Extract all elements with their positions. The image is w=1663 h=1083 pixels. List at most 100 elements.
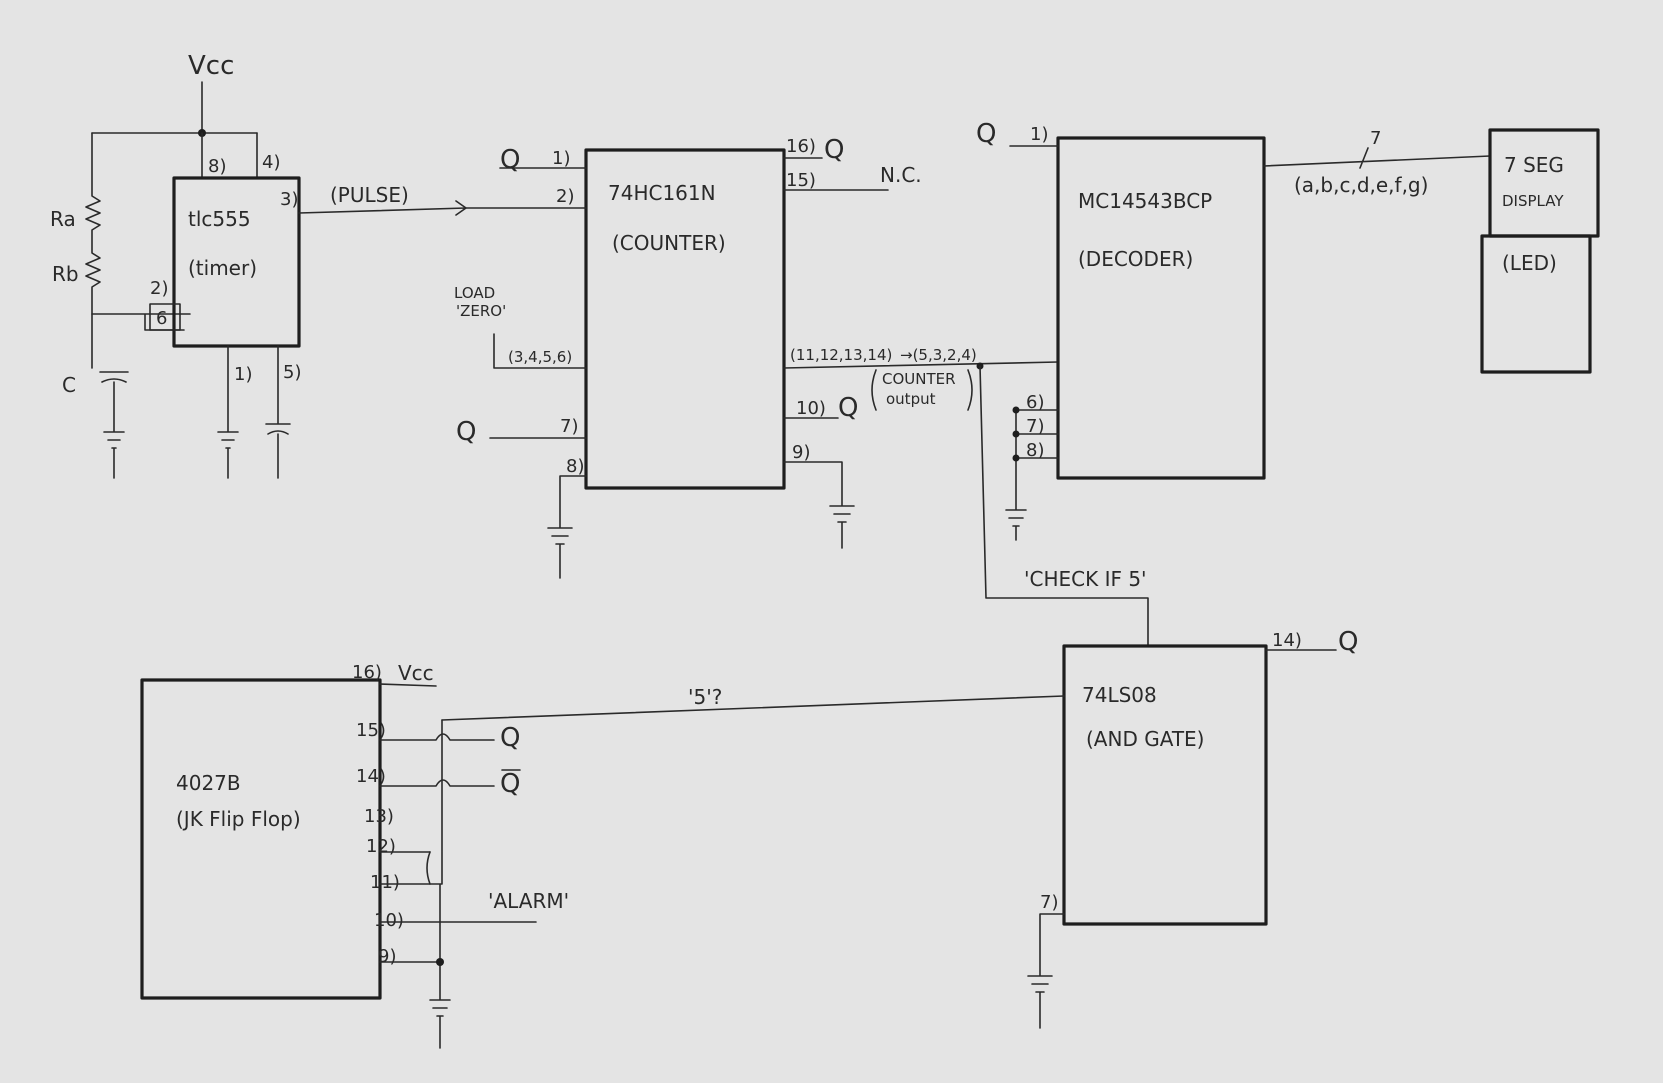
flipflop-ground-junction: [436, 958, 444, 966]
and-gate-pin14: 14): [1272, 630, 1302, 651]
counter-pin15: 15): [786, 170, 816, 191]
flipflop-name: 4027B: [176, 771, 241, 795]
and-gate-chip: [1062, 644, 1268, 926]
counter-pin8: 8): [566, 456, 584, 477]
resistor-chain: [85, 132, 101, 369]
decoder-junction-6: [1012, 406, 1020, 414]
decoder-name: MC14543BCP: [1078, 189, 1212, 213]
and-gate-q: Q: [1338, 627, 1358, 657]
display-role: (LED): [1502, 251, 1557, 275]
timer-role: (timer): [188, 256, 257, 280]
counter-pin1-q: Q: [500, 145, 520, 175]
ra-label: Ra: [50, 207, 76, 231]
timer-vcc-label: Vcc: [188, 51, 234, 81]
flipflop-section: 4027B (JK Flip Flop) 16) Vcc 15) Q 14) Q…: [140, 661, 569, 1049]
timer-pin1-ground: [217, 345, 239, 479]
timer-chip: [172, 176, 301, 348]
decoder-pin6: 6): [1026, 392, 1044, 413]
display-bottom-box: [1480, 234, 1592, 374]
timer-pin1: 1): [234, 364, 252, 385]
flipflop-qbar: Q: [500, 769, 520, 799]
and-gate-name: 74LS08: [1082, 683, 1157, 707]
timer-pin6: 6: [156, 308, 167, 329]
display-line2: DISPLAY: [1502, 192, 1564, 210]
c-label: C: [62, 373, 76, 397]
decoder-role: (DECODER): [1078, 247, 1193, 271]
decoder-chip: [1056, 136, 1266, 480]
counter-pin2: 2): [556, 186, 574, 207]
decoder-pin1: 1): [1030, 124, 1048, 145]
flipflop-pin14-wire: [379, 779, 495, 787]
decoder-inputs: →(5,3,2,4): [900, 346, 977, 364]
display-section: 7 SEG DISPLAY (LED): [1480, 128, 1600, 374]
timer-pin8-pin4-wires: [201, 132, 258, 179]
timer-pin8: 8): [208, 156, 226, 177]
check-five-section: 'CHECK IF 5': [976, 362, 1149, 647]
timer-pin4: 4): [262, 152, 280, 173]
counter-pin10-q: Q: [838, 393, 858, 423]
flipflop-chip: [140, 678, 382, 1000]
timer-pin6-box: [149, 303, 181, 331]
counter-nc: N.C.: [880, 163, 922, 187]
flipflop-q: Q: [500, 723, 520, 753]
timer-pin3: 3): [280, 189, 298, 210]
counter-pin8-ground: [547, 475, 587, 579]
counter-pin7-q: Q: [456, 417, 476, 447]
flipflop-pin14: 14): [356, 766, 386, 787]
segment-bus: [1263, 147, 1491, 169]
counter-pin1: 1): [552, 148, 570, 169]
timer-pin5: 5): [283, 362, 301, 383]
counter-section: 74HC161N (COUNTER) Q 1) 2) 16) Q 15) N.C…: [454, 135, 1059, 579]
display-line1: 7 SEG: [1504, 153, 1564, 177]
flipflop-alarm-ground-wires: [426, 719, 451, 1049]
flipflop-vcc: Vcc: [398, 661, 434, 685]
load-wire: [493, 333, 587, 369]
alarm-label: 'ALARM': [488, 889, 569, 913]
five-label: '5'?: [688, 685, 722, 709]
flipflop-pin16: 16): [352, 662, 382, 683]
load-label: LOAD: [454, 284, 495, 302]
decoder-junction-7: [1012, 430, 1020, 438]
counter-output-label-1: COUNTER: [882, 370, 956, 388]
check-five-label: 'CHECK IF 5': [1024, 567, 1147, 591]
decoder-junction-8: [1012, 454, 1020, 462]
counter-pin16-q: Q: [824, 135, 844, 165]
counter-output-label-2: output: [886, 390, 936, 408]
flipflop-pin16-wire: [379, 683, 437, 687]
timer-section: Vcc Ra Rb C tlc555 (timer) 8) 4) 3) 2) 6…: [50, 51, 467, 479]
and-gate-pin7-ground: [1027, 913, 1065, 1029]
and-gate-pin7: 7): [1040, 892, 1058, 913]
rb-label: Rb: [52, 262, 79, 286]
flipflop-role: (JK Flip Flop): [176, 807, 301, 831]
check-five-wire: [979, 365, 1149, 647]
counter-pin16: 16): [786, 136, 816, 157]
display-top-box: [1488, 128, 1600, 238]
decoder-section: MC14543BCP (DECODER) Q 1) 6) 7) 8) 7 (a,…: [976, 119, 1491, 541]
counter-role: (COUNTER): [612, 231, 726, 255]
segment-labels: (a,b,c,d,e,f,g): [1294, 173, 1428, 197]
decoder-pin8: 8): [1026, 440, 1044, 461]
timer-pin5-capacitor: [265, 345, 291, 479]
flipflop-lower-pin-wires: [379, 851, 537, 963]
counter-chip: [584, 148, 786, 490]
counter-pin10: 10): [796, 398, 826, 419]
flipflop-pin11: 11): [370, 872, 400, 893]
counter-output-bus: [783, 361, 1059, 369]
flipflop-pin12: 12): [366, 836, 396, 857]
capacitor-and-ground: [99, 371, 129, 479]
counter-pin9: 9): [792, 442, 810, 463]
counter-outputs: (11,12,13,14): [790, 346, 892, 364]
five-signal-wire: [441, 695, 1065, 721]
flipflop-pin13: 13): [364, 806, 394, 827]
counter-name: 74HC161N: [608, 181, 716, 205]
decoder-q: Q: [976, 119, 996, 149]
timer-name: tlc555: [188, 207, 251, 231]
decoder-pin7: 7): [1026, 416, 1044, 437]
counter-output-brackets: [871, 369, 973, 411]
zero-label: 'ZERO': [456, 302, 506, 320]
and-gate-role: (AND GATE): [1086, 727, 1205, 751]
counter-pin7: 7): [560, 416, 578, 437]
counter-pin9-ground: [783, 461, 855, 549]
